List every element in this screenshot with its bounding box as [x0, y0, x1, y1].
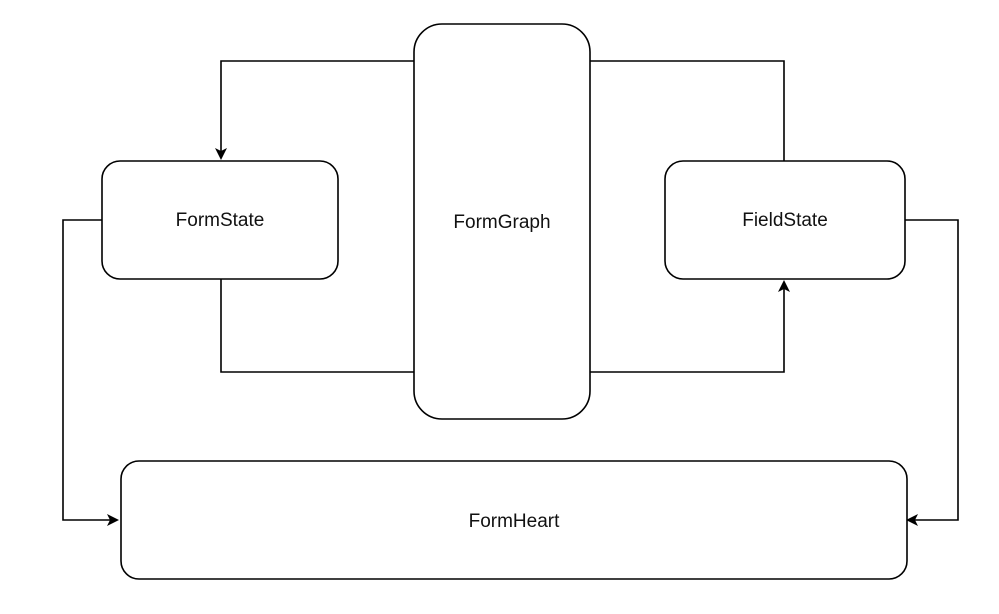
node-formstate-label: FormState: [176, 210, 265, 231]
edge-formgraph-to-fieldstate-top: [590, 60, 785, 161]
node-fieldstate-label: FieldState: [742, 210, 828, 231]
node-fieldstate: FieldState: [664, 160, 906, 280]
edge-formgraph-to-fieldstate-bottom: [590, 280, 790, 373]
node-formgraph-label: FormGraph: [453, 212, 550, 233]
edge-formstate-to-formheart: [62, 219, 119, 526]
edge-formgraph-to-formstate: [215, 60, 414, 160]
edge-fieldstate-to-formheart: [905, 219, 959, 526]
node-formheart-label: FormHeart: [469, 511, 561, 532]
edge-formstate-to-formgraph-bottom: [220, 279, 414, 373]
node-formstate: FormState: [101, 160, 339, 280]
node-formheart: FormHeart: [120, 460, 908, 580]
node-formgraph: FormGraph: [413, 23, 591, 420]
